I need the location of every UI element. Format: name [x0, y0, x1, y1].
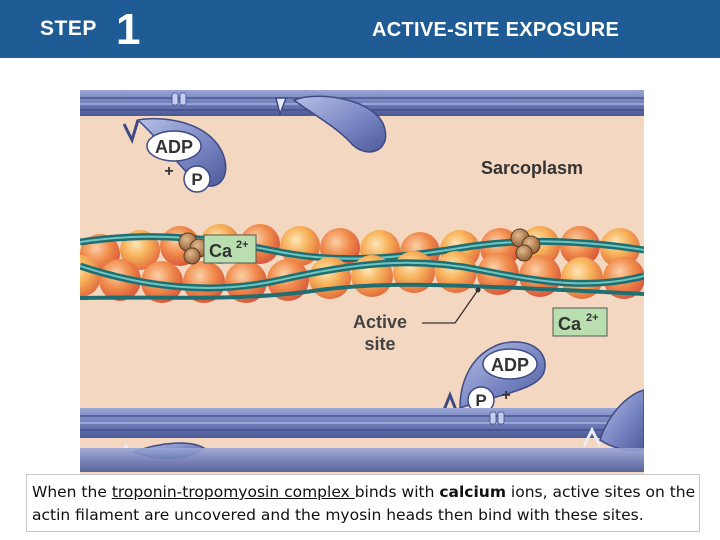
calcium-label-right: Ca	[558, 314, 582, 334]
plus-sign-bottom: +	[501, 387, 510, 404]
troponin-complex-right	[510, 228, 541, 262]
plus-sign-top: +	[164, 163, 173, 180]
caption-bold-term: calcium	[439, 483, 506, 501]
phosphate-label-top: P	[191, 170, 202, 189]
active-site-label-line1: Active	[353, 312, 407, 332]
thick-filament-top	[80, 90, 644, 116]
myosin-head-top-right	[275, 95, 387, 153]
sliding-filament-diagram: ADP P + Sarcoplasm	[80, 90, 644, 530]
active-site-leader-line	[422, 289, 479, 324]
active-site-label-line2: site	[364, 334, 395, 354]
caption-box: When the troponin-tropomyosin complex bi…	[26, 474, 700, 532]
calcium-label-left: Ca	[209, 241, 233, 261]
active-site-callout: Active site	[353, 287, 481, 354]
calcium-badge-left: Ca 2+	[203, 234, 257, 264]
step-header: STEP 1 ACTIVE-SITE EXPOSURE	[0, 0, 720, 58]
phosphate-badge-top	[183, 165, 211, 193]
calcium-charge-right: 2+	[586, 312, 599, 324]
myosin-head-bottom-right: ADP P +	[440, 341, 546, 416]
caption-underlined-term: troponin-tropomyosin complex	[111, 483, 355, 501]
adp-label-bottom: ADP	[491, 355, 529, 375]
step-title: ACTIVE-SITE EXPOSURE	[372, 19, 620, 41]
step-number: 1	[116, 5, 141, 54]
caption-text-2: binds with	[354, 483, 440, 501]
step-word: STEP	[40, 17, 97, 40]
myosin-head-top-left: ADP P +	[122, 117, 227, 193]
adp-label-top: ADP	[155, 137, 193, 157]
caption-text-3: ions, active sites on the actin filament…	[32, 483, 696, 524]
sarcomere-figure: ADP P + Sarcoplasm	[80, 90, 644, 530]
caption-text-1: When the	[32, 483, 112, 501]
calcium-badge-right: Ca 2+	[552, 307, 608, 337]
thick-filament-bottom	[80, 389, 644, 472]
adp-badge-top	[146, 130, 202, 162]
phosphate-label-bottom: P	[475, 391, 486, 410]
adp-badge-bottom	[482, 348, 538, 380]
sarcoplasm-label: Sarcoplasm	[481, 158, 583, 178]
calcium-charge-left: 2+	[236, 239, 249, 251]
